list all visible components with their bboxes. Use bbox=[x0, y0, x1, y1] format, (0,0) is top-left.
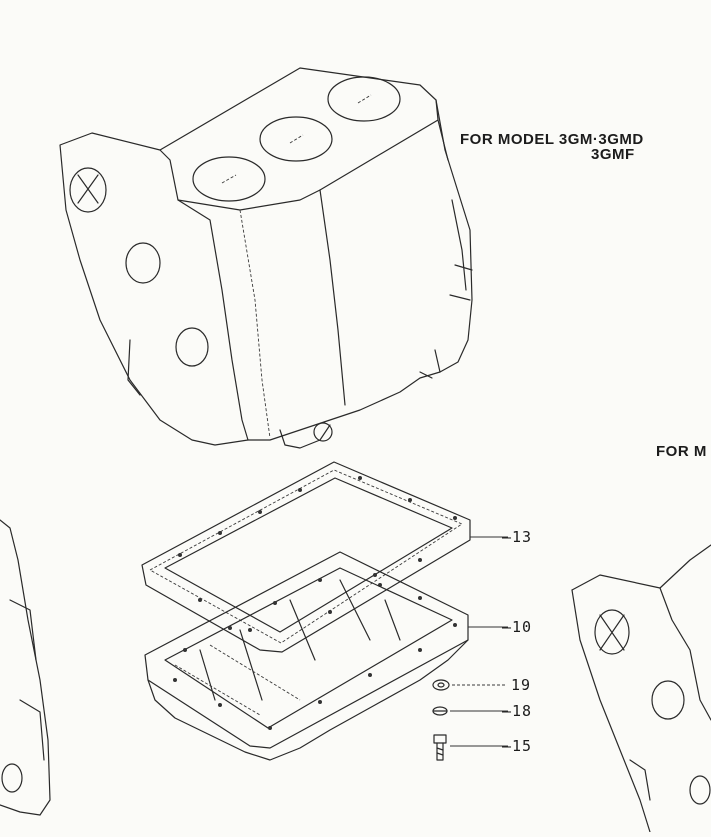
part-number-19: 19 bbox=[511, 676, 532, 694]
model-label-main-line2: 3GMF bbox=[591, 146, 635, 163]
part-number-10: —10 bbox=[502, 618, 533, 636]
drain-hardware bbox=[432, 679, 450, 761]
model-label-other: FOR M bbox=[656, 443, 707, 460]
oil-pan-gasket bbox=[141, 461, 471, 653]
cylinder-block bbox=[59, 67, 473, 449]
part-number-15: —15 bbox=[502, 737, 533, 755]
part-number-13: —13 bbox=[502, 528, 533, 546]
right-partial-block bbox=[571, 544, 711, 833]
oil-pan bbox=[144, 551, 469, 761]
model-label-main: FOR MODEL 3GM·3GMD bbox=[460, 131, 644, 148]
part-number-18: —18 bbox=[502, 702, 533, 720]
left-partial-block bbox=[0, 519, 51, 816]
